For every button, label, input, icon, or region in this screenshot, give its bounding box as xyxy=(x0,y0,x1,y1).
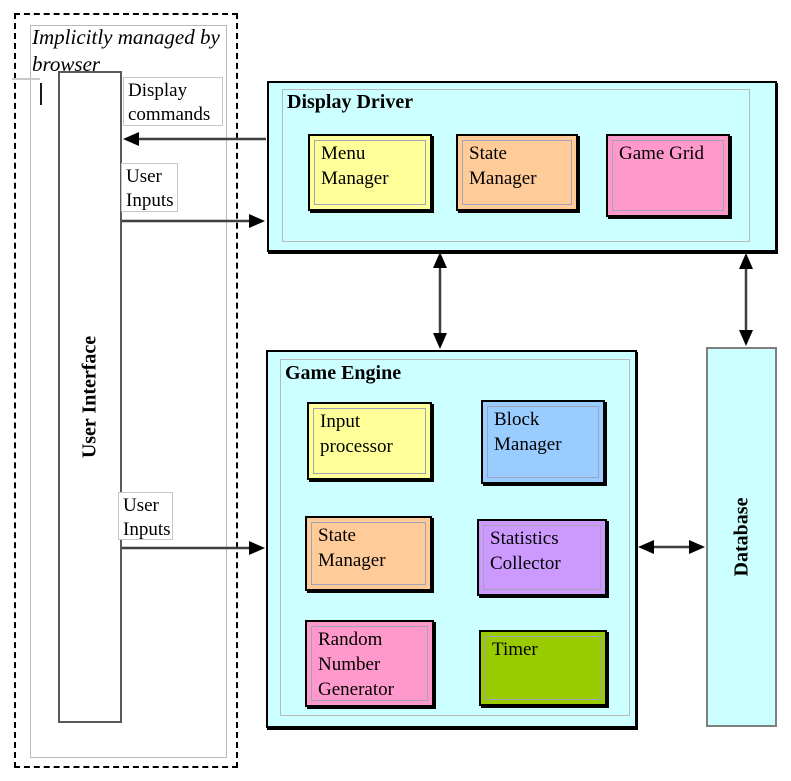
display-driver-title: Display Driver xyxy=(287,91,414,113)
game-grid-box: Game Grid xyxy=(606,134,730,217)
database-label: Database xyxy=(730,497,752,577)
input-processor-box: Input processor xyxy=(307,402,432,480)
state-manager-display-box: State Manager xyxy=(456,134,578,211)
statistics-collector-box: Statistics Collector xyxy=(477,519,607,596)
game-engine-box: Game Engine Input processor Block Manage… xyxy=(266,350,637,728)
tick-mark-horizontal xyxy=(12,78,40,80)
random-number-generator-box: Random Number Generator xyxy=(305,620,434,707)
user-interface-label: User Interface xyxy=(78,335,101,459)
state-manager-engine-box: State Manager xyxy=(305,516,432,591)
arrow-game-engine-database xyxy=(638,540,705,554)
display-commands-label: Display commands xyxy=(123,77,223,126)
block-manager-box: Block Manager xyxy=(481,400,605,484)
display-driver-box: Display Driver Menu Manager State Manage… xyxy=(267,81,777,252)
game-engine-title: Game Engine xyxy=(285,362,402,384)
user-inputs-label-top: User Inputs xyxy=(121,163,178,212)
user-inputs-label-bottom: User Inputs xyxy=(118,492,173,540)
arrow-display-driver-game-engine xyxy=(433,252,447,349)
tick-mark-vertical xyxy=(40,83,42,105)
browser-group-caption: Implicitly managed by browser xyxy=(32,25,220,76)
menu-manager-box: Menu Manager xyxy=(308,134,432,211)
user-interface-box: User Interface xyxy=(58,71,122,723)
timer-box: Timer xyxy=(479,630,607,706)
arrow-display-driver-database xyxy=(739,253,753,346)
database-box: Database xyxy=(706,347,777,727)
